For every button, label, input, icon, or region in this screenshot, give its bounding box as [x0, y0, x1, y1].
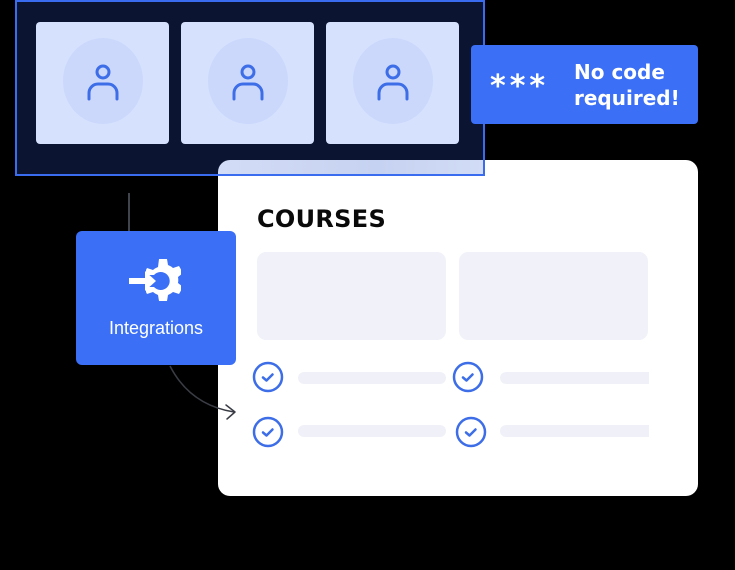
asterisks-icon: *** [490, 69, 550, 104]
course-tile-2[interactable] [459, 252, 648, 340]
user-icon [87, 64, 119, 101]
courses-card: COURSES [218, 160, 698, 496]
avatar [353, 38, 433, 124]
check-circle-icon [452, 361, 484, 393]
gear-arrow-icon [129, 259, 181, 301]
check-item-1[interactable] [252, 361, 284, 398]
profile-card-2[interactable] [181, 22, 314, 144]
check-item-2[interactable] [452, 361, 484, 398]
avatar [63, 38, 143, 124]
integrations-label: Integrations [108, 318, 204, 338]
panel-overlap-tint [218, 160, 485, 176]
course-tile-1[interactable] [257, 252, 446, 340]
user-icon [377, 64, 409, 101]
profile-card-1[interactable] [36, 22, 169, 144]
check-item-3-bar [298, 425, 446, 437]
user-icon [232, 64, 264, 101]
profile-card-3[interactable] [326, 22, 459, 144]
no-code-line-2: required! [574, 86, 680, 110]
integrations-button[interactable]: Integrations [76, 231, 236, 365]
check-item-4-bar [500, 425, 649, 437]
check-item-2-bar [500, 372, 649, 384]
avatar [208, 38, 288, 124]
check-circle-icon [252, 416, 284, 448]
no-code-text: No code required! [574, 59, 680, 111]
check-item-4[interactable] [455, 416, 487, 453]
check-item-1-bar [298, 372, 446, 384]
check-circle-icon [252, 361, 284, 393]
no-code-line-1: No code [574, 60, 665, 84]
panel-bottom-border [15, 174, 485, 176]
no-code-badge: *** No code required! [471, 45, 698, 124]
check-item-3[interactable] [252, 416, 284, 453]
courses-title: COURSES [257, 205, 387, 233]
check-circle-icon [455, 416, 487, 448]
